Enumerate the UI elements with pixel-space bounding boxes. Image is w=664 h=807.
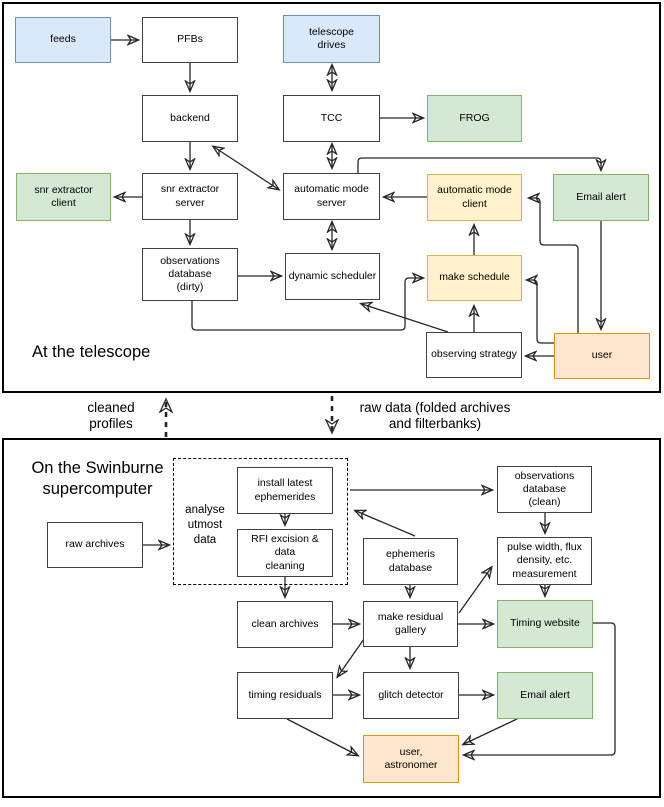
edge-emailalert2-userastro	[464, 718, 518, 744]
edge-ephdb-group	[356, 511, 416, 537]
node-tcc: TCC	[283, 95, 380, 142]
supercomputer-section-border	[2, 438, 661, 798]
node-automatic-mode-server: automatic mode server	[283, 173, 380, 220]
edge-backend-autoserver	[214, 147, 278, 189]
edge-user-makeschedule	[528, 280, 554, 344]
node-install-latest-ephemerides: install latest ephemerides	[237, 467, 333, 514]
node-make-residual-gallery: make residual gallery	[363, 601, 458, 647]
node-snr-extractor-client: snr extractor client	[16, 173, 111, 221]
node-pulse-width-measurement: pulse width, flux density, etc. measurem…	[497, 537, 592, 585]
node-email-alert-telescope: Email alert	[553, 174, 649, 221]
node-frog: FROG	[427, 95, 522, 142]
edge-gallery-pulsewidth	[458, 568, 491, 614]
telescope-section-title: At the telescope	[32, 343, 151, 361]
node-user: user	[554, 333, 650, 379]
node-observing-strategy: observing strategy	[426, 332, 522, 378]
node-glitch-detector: glitch detector	[363, 672, 459, 719]
edge-gallery-timingresiduals	[338, 638, 365, 676]
node-snr-extractor-server: snr extractor server	[142, 173, 238, 220]
node-clean-archives: clean archives	[237, 601, 333, 648]
edge-timingwebsite-userastro	[465, 622, 616, 755]
node-backend: backend	[142, 95, 238, 142]
edge-dbdirty-makeschedule	[191, 278, 422, 331]
node-timing-residuals: timing residuals	[237, 672, 333, 719]
edge-user-autoclient	[530, 198, 579, 333]
node-user-astronomer: user, astronomer	[363, 735, 459, 783]
node-observations-database-dirty: observations database (dirty)	[142, 248, 238, 301]
node-automatic-mode-client: automatic mode client	[427, 174, 522, 221]
supercomputer-section-title: On the Swinburne supercomputer	[31, 459, 164, 498]
cleaned-profiles-label: cleaned profiles	[87, 400, 135, 432]
telescope-section-border	[2, 2, 661, 393]
edge-timingresiduals-userastro	[286, 718, 357, 755]
node-pfbs: PFBs	[142, 17, 238, 63]
node-observations-database-clean: observations database (clean)	[497, 466, 592, 513]
raw-data-label: raw data (folded archives and filterbank…	[359, 400, 511, 432]
node-rfi-excision: RFI excision & data cleaning	[237, 529, 333, 577]
node-raw-archives: raw archives	[47, 522, 143, 568]
analyse-utmost-data-group	[173, 458, 348, 585]
node-email-alert-supercomputer: Email alert	[497, 672, 593, 719]
node-timing-website: Timing website	[497, 600, 593, 648]
node-ephemeris-database: ephemeris database	[363, 538, 458, 585]
node-feeds: feeds	[15, 17, 111, 63]
node-dynamic-scheduler: dynamic scheduler	[285, 253, 380, 300]
node-telescope-drives: telescope drives	[283, 15, 380, 63]
edge-autoserver-emailalert	[357, 157, 601, 173]
analyse-utmost-data-label: analyse utmost data	[185, 504, 225, 546]
node-make-schedule: make schedule	[427, 255, 522, 301]
